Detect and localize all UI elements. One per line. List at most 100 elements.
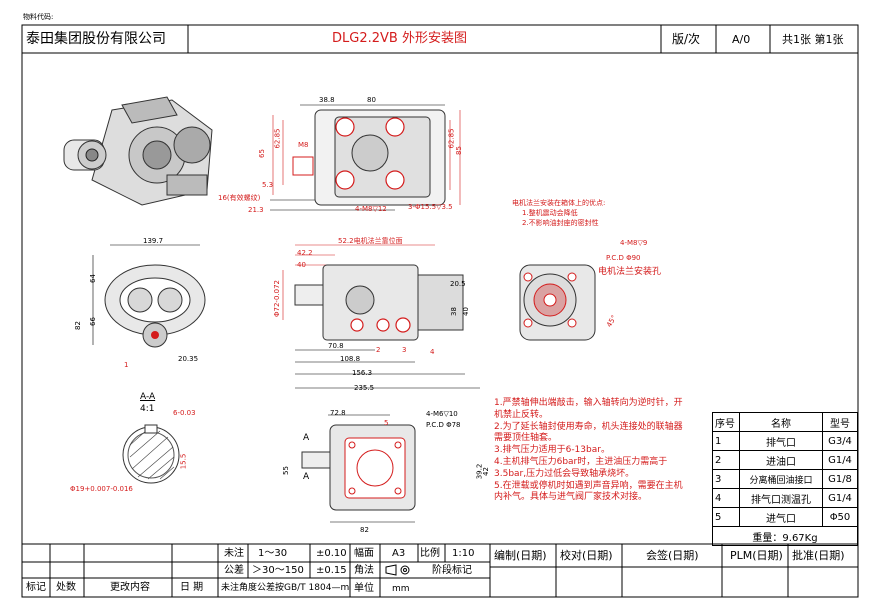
top-view [270,104,461,211]
angle-label: 角法 [354,565,374,576]
motor-notes-title: 电机法兰安装在箱体上的优点: [512,199,606,207]
note-line: 3.5bar,压力过低会导致轴承烧坏。 [494,468,635,479]
hole-4-m6: 4-M6▽10 [426,410,458,418]
dim-65: 65 [257,149,266,158]
bottom-view [301,414,416,523]
table-row: 2 进油口 G1/4 [712,450,858,470]
callout-5: 5 [384,419,389,427]
version-value: A/0 [732,33,751,46]
ports-header-row: 序号 名称 型号 [712,412,858,432]
port-no: 1 [712,431,740,451]
dim-70-8: 70.8 [328,342,344,350]
port-name: 分离桶回油接口 [739,469,823,489]
format-value: A3 [392,548,406,559]
unit-label: 单位 [354,583,374,594]
port-model: G1/4 [822,488,858,508]
dim-66: 66 [88,317,97,326]
dim-62-85-left: 62.85 [273,128,282,149]
format-label: 幅面 [354,548,374,559]
revision-date-label: 日 期 [180,582,204,593]
plm-by: PLM(日期) [730,549,783,562]
dim-139-7: 139.7 [143,237,164,245]
dim-38-8: 38.8 [319,96,335,104]
version-label: 版/次 [672,32,701,46]
port-no: 4 [712,488,740,508]
side-view [282,244,480,389]
section-key: 6-0.03 [173,409,196,417]
tol-value-1: ±0.10 [316,548,347,559]
ports-header-model: 型号 [822,412,858,432]
callout-2: 2 [376,346,381,354]
port-model: G1/8 [822,469,858,489]
ports-header-no: 序号 [712,412,740,432]
port-no: 5 [712,507,740,527]
table-row: 1 排气口 G3/4 [712,431,858,451]
dim-108-8: 108.8 [340,355,361,363]
flange-label: 电机法兰安装孔 [598,267,662,277]
ports-header-name: 名称 [739,412,823,432]
stage-label: 阶段标记 [432,565,472,576]
section-view [122,424,180,484]
port-name: 排气口测温孔 [739,488,823,508]
dim-156-3: 156.3 [352,369,373,377]
table-row: 4 排气口测温孔 G1/4 [712,488,858,508]
tol-range-1: 1～30 [258,548,288,559]
dim-phi72: Φ72-0.072 [272,280,281,317]
flange-pcd: P.C.D Φ90 [606,254,641,262]
note-line: 1.严禁轴伸出端敲击，输入轴转向为逆时针，开 [494,398,683,408]
iso-view [63,96,213,206]
drafted-by: 编制(日期) [494,549,547,562]
tol-value-2: ±0.15 [316,565,347,576]
dim-20-35: 20.35 [178,355,199,363]
note-line: 需要顶住轴套。 [494,433,558,444]
projection-symbol-icon [385,564,410,576]
port-name: 排气口 [739,431,823,451]
revision-content-label: 更改内容 [110,582,150,593]
tol-label-2: 公差 [224,565,244,576]
countersigned-by: 会签(日期) [646,549,699,562]
angle-tolerance-note: 未注角度公差按GB/T 1804—m [221,583,350,593]
ratio-value: 1:10 [452,548,475,559]
dim-52-2: 52.2电机法兰靠位面 [338,237,403,245]
port-model: Φ50 [822,507,858,527]
port-no: 2 [712,450,740,470]
callout-3: 3 [402,346,407,354]
flange-hole-4-m8: 4-M8▽9 [620,239,648,247]
dim-40: 40 [297,261,306,269]
flange-view [519,264,596,341]
material-code-label: 物料代码: [23,13,54,21]
dim-40b: 40 [461,307,470,316]
dim-16-thread: 16(有效螺纹) [218,194,261,202]
revision-count-label: 处数 [56,582,76,593]
port-model: G1/4 [822,450,858,470]
note-line: 3.排气压力适用于6-13bar。 [494,445,610,456]
revision-mark-label: 标记 [26,582,46,593]
note-line: 4.主机排气压力6bar时，主进油压力需高于 [494,456,668,467]
dim-42-2: 42.2 [297,249,313,257]
dim-38: 38 [449,307,458,316]
section-label: A-A [140,392,156,402]
company-name: 泰田集团股份有限公司 [26,31,166,47]
dim-55: 55 [281,466,290,475]
table-row: 5 进气口 Φ50 [712,507,858,527]
dim-5-3: 5.3 [262,181,274,189]
port-model: G3/4 [822,431,858,451]
hole-3-phi: 3-Φ15.5▽3.5 [408,203,453,211]
end-view [92,244,206,348]
drawing-title: DLG2.2VB 外形安装图 [332,31,467,46]
section-scale: 4:1 [140,404,155,414]
port-name: 进油口 [739,450,823,470]
pcd-78: P.C.D Φ78 [426,421,461,429]
dim-21-3: 21.3 [248,206,264,214]
dim-82-bottom: 82 [360,526,369,534]
callout-1: 1 [124,361,129,369]
section-mark-a-bottom: A [303,472,310,482]
port-no: 3 [712,469,740,489]
ports-table: 序号 名称 型号 1 排气口 G3/4 2 进油口 G1/4 3 分离桶回油接口… [712,412,858,546]
dim-80: 80 [367,96,376,104]
motor-note-2: 2.不影响油封座的密封性 [522,219,599,227]
weight-value: 重量：9.67Kg [712,526,858,546]
note-line: 2.为了延长轴封使用寿命，机头连接处的联轴器 [494,421,683,432]
table-row: 3 分离桶回油接口 G1/8 [712,469,858,489]
weight-row: 重量：9.67Kg [712,526,858,546]
